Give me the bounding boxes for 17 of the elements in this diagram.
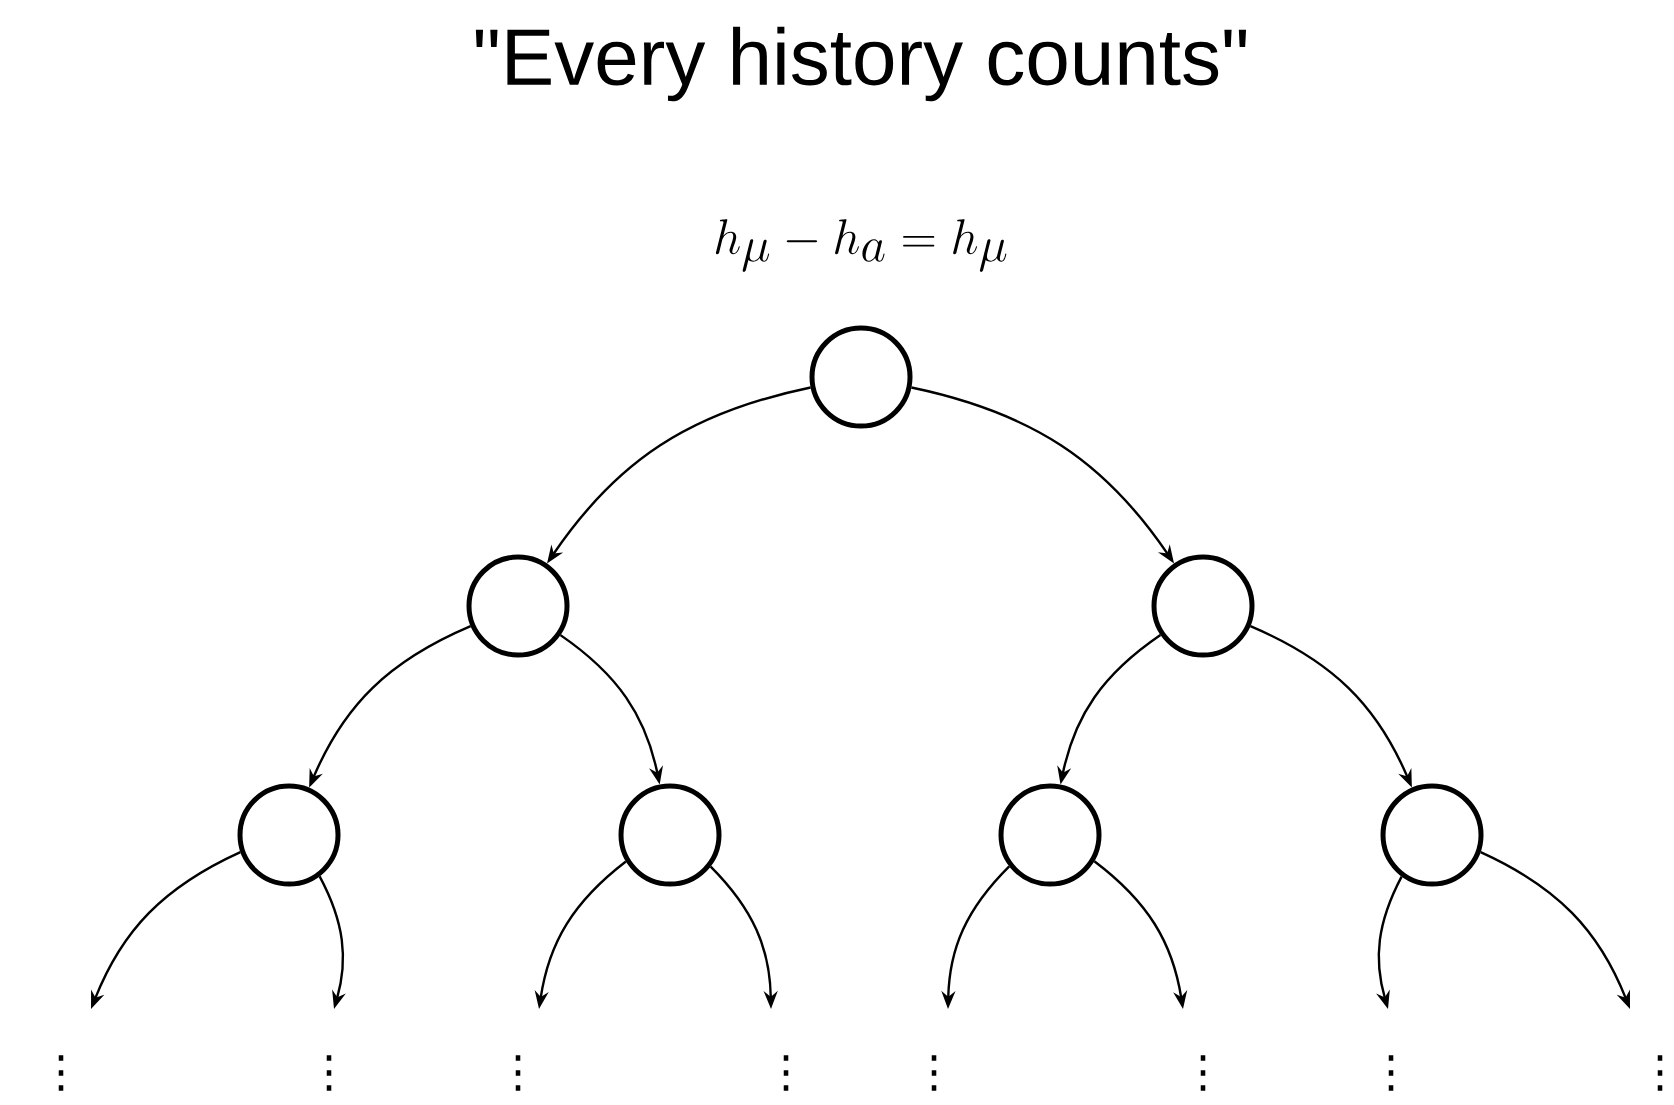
ellipsis-dots: ⋮ (58, 1055, 64, 1091)
ellipsis-dots: ⋮ (783, 1055, 789, 1091)
formula: $h_\mu - h_a = h_\mu$ (715, 219, 1007, 272)
tree-node-circle (998, 783, 1102, 887)
tree-node-circle (466, 554, 570, 658)
ellipsis-dots: ⋮ (1388, 1055, 1394, 1091)
tree-node-circle (809, 325, 913, 429)
title: "Every history counts" (475, 26, 1247, 102)
ellipsis-dots: ⋮ (515, 1055, 521, 1091)
tree-node-circle (237, 783, 341, 887)
tree-node-circle (1151, 554, 1255, 658)
tree-node-circle (1380, 783, 1484, 887)
ellipsis-dots: ⋮ (326, 1055, 332, 1091)
ellipsis-dots: ⋮ (1200, 1055, 1206, 1091)
ellipsis-dots: ⋮ (1657, 1055, 1663, 1091)
ellipsis-dots: ⋮ (931, 1055, 937, 1091)
tree-node-circle (618, 783, 722, 887)
